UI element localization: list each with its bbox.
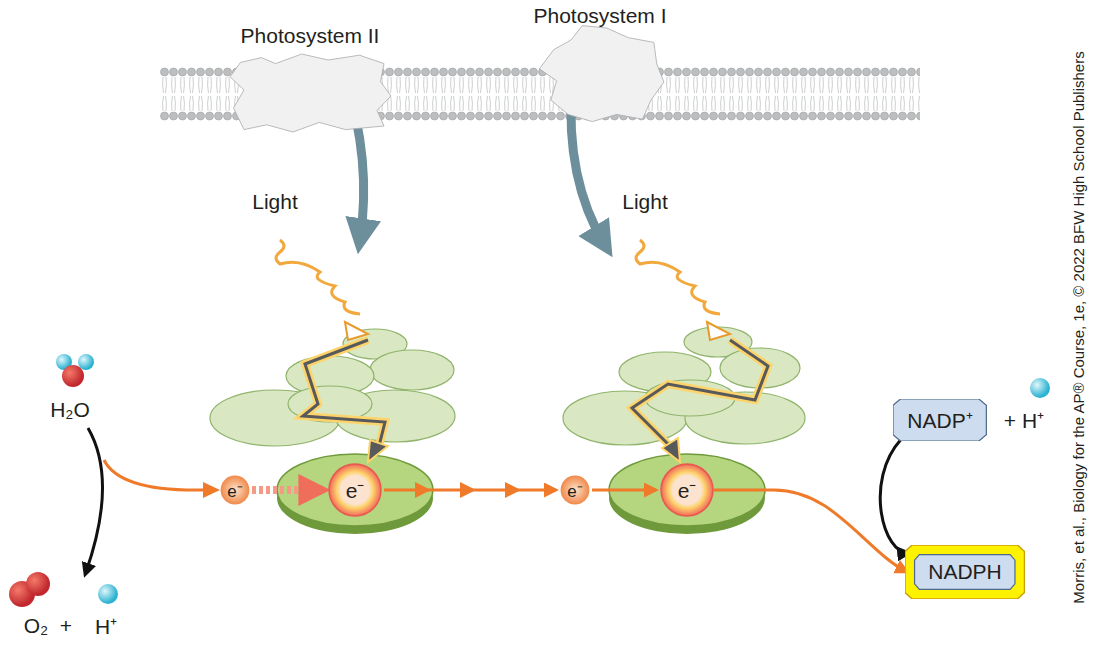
electron-flow-arrow (252, 486, 324, 494)
electron-flow-arrow (880, 439, 909, 553)
label: O₂ (24, 614, 49, 638)
electron: e⁻ (560, 475, 590, 505)
label: + (60, 614, 72, 638)
electron-flow-arrow (592, 489, 656, 492)
product-box: NADPH (905, 545, 1025, 599)
label: + H⁺ (1004, 406, 1044, 434)
reaction-center-electron: e⁻ (328, 463, 382, 517)
photosystem-protein: Photosystem II (223, 24, 398, 144)
electron-flow-arrow (714, 490, 907, 572)
electron-flow-arrow (384, 489, 556, 492)
reaction-center-electron: e⁻ (660, 463, 714, 517)
credit-line: Morris, et al., Biology for the AP® Cour… (1069, 51, 1086, 603)
label: Light (252, 190, 298, 214)
molecule-box: NADP⁺ (893, 399, 986, 441)
photosystem-protein: Photosystem I (528, 4, 671, 124)
label: H⁺ (95, 612, 117, 640)
label: H₂O (50, 398, 90, 422)
label: Light (622, 190, 668, 214)
electron: e⁻ (220, 475, 250, 505)
